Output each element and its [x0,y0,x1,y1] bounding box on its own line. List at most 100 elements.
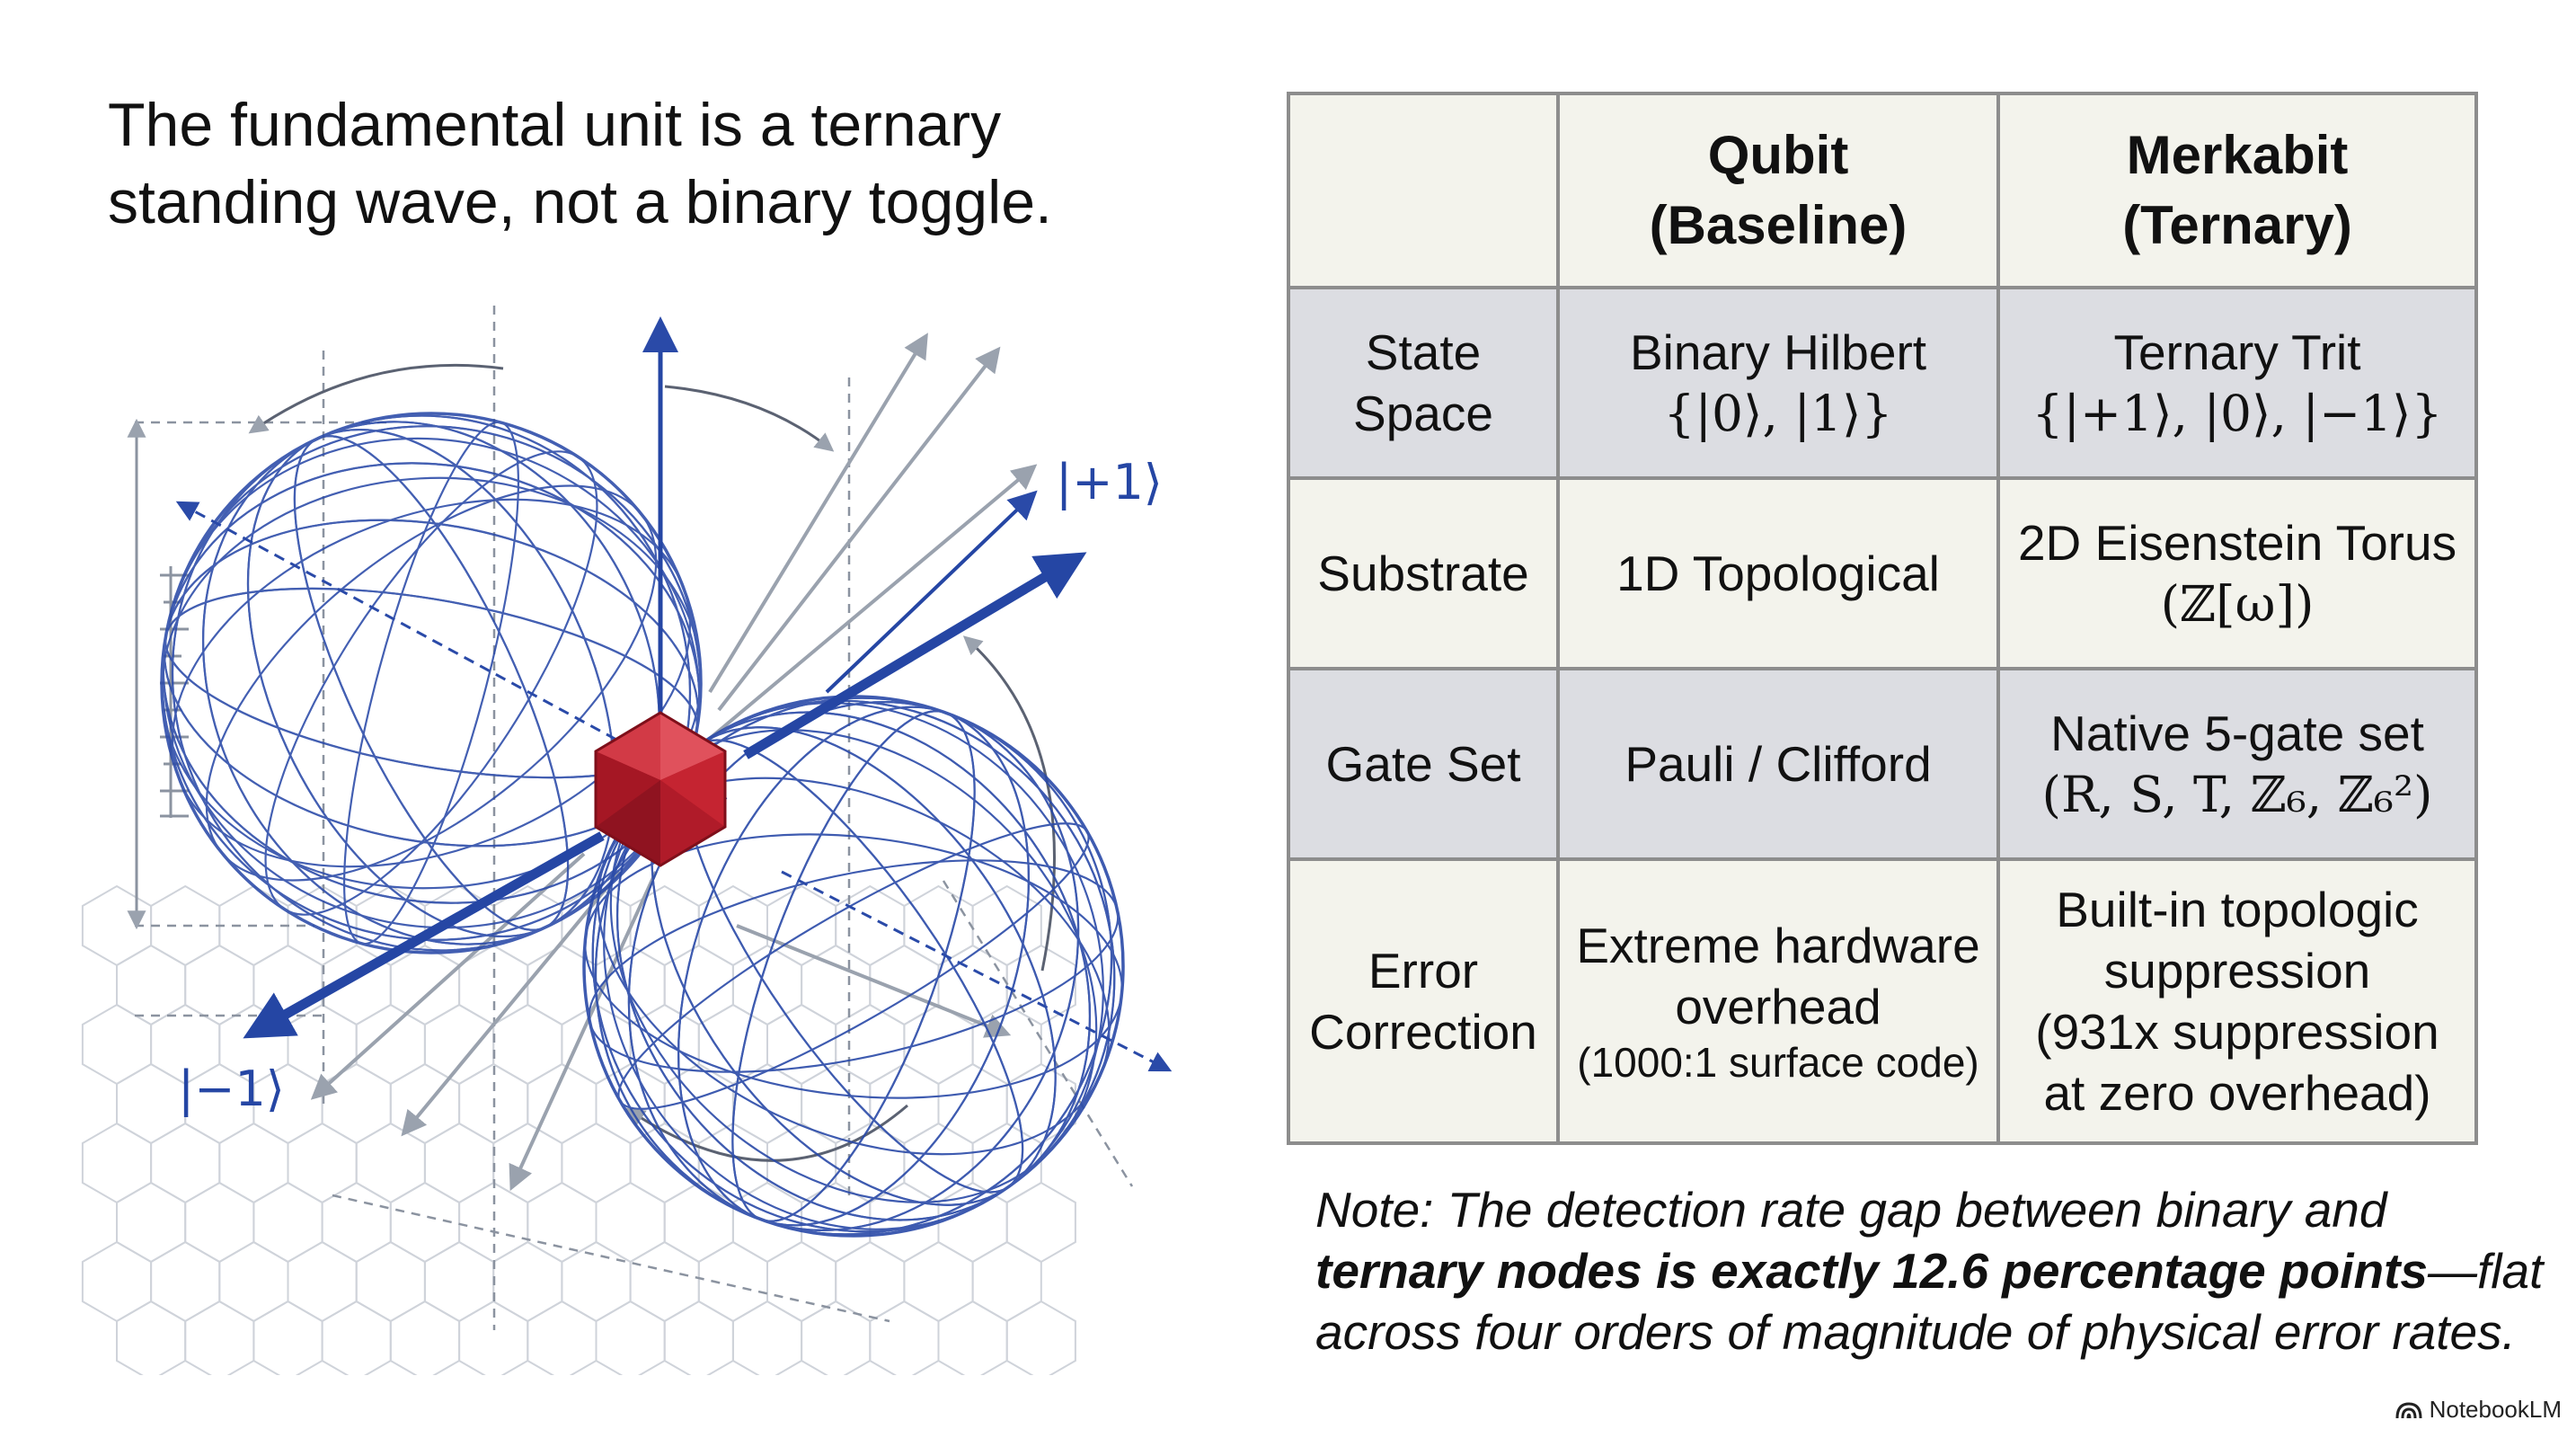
table-row: Substrate 1D Topological 2D Eisenstein T… [1287,476,2478,670]
hex-cell [903,1122,974,1204]
hex-cell [801,1300,872,1375]
hex-cell [81,1240,153,1323]
hex-cell [287,1122,358,1204]
sphere-wire [617,822,1090,1110]
sphere-wire [166,636,697,730]
hex-cell [801,1062,872,1145]
headline: The fundamental unit is a ternary standi… [108,86,1258,241]
table-header-row: Qubit (Baseline) Merkabit (Ternary) [1287,92,2478,289]
cell-qubit-error-correction: Extreme hardware overhead (1000:1 surfac… [1556,857,2000,1145]
hex-cell [287,1240,358,1323]
sphere-wire [588,859,1120,1073]
hex-cell [423,1122,495,1204]
cell-merkabit-state-space: Ternary Trit {|+1⟩, |0⟩, |−1⟩} [1996,286,2478,480]
hex-cell [321,1062,392,1145]
sphere-wire [205,484,658,882]
hex-cell [184,1300,255,1375]
sphere-wire [162,462,701,904]
hex-cell [1005,944,1076,1026]
row-label-gate-set: Gate Set [1287,667,1560,861]
note-line-3: across four orders of magnitude of physi… [1315,1304,2516,1360]
sphere-wire [609,729,1098,1203]
hex-cell [1005,1300,1076,1375]
hex-cell [150,1122,221,1204]
left-wire-sphere [160,412,703,954]
sphere-wire [597,777,1111,1156]
brand-watermark: NotebookLM [2395,1396,2562,1424]
hex-cell [150,1240,221,1323]
header-qubit: Qubit (Baseline) [1556,92,2000,289]
cell-qubit-state-space: Binary Hilbert {|0⟩, |1⟩} [1556,286,2000,480]
hex-cell [492,1003,563,1086]
hex-cell [423,1003,495,1086]
sphere-wire [162,462,701,904]
sphere-wire [591,699,1116,1233]
hex-cell [766,1003,837,1086]
hex-cell [937,1300,1008,1375]
hex-cell [731,1300,803,1375]
hex-cell [116,1062,187,1145]
sphere-wire [699,745,1008,1186]
hex-cell [81,1122,153,1204]
grey-rays [310,333,1038,1192]
hex-cell [835,1003,906,1086]
plus-one-thin-arrow [825,490,1038,694]
hex-cell [423,1240,495,1323]
sphere-wire [202,421,660,945]
hex-cell [184,944,255,1026]
hex-cell [252,1300,323,1375]
dashed-axis-lower [781,870,1173,1072]
sphere-wire [162,437,701,929]
crystal-icon [594,711,727,867]
hex-cell [321,1181,392,1264]
header-merkabit: Merkabit (Ternary) [1996,92,2478,289]
cell-merkabit-gate-set: Native 5-gate set (R, S, T, ℤ₆, ℤ₆²) [1996,667,2478,861]
cell-qubit-gate-set: Pauli / Clifford [1556,667,2000,861]
hex-cell [492,1240,563,1323]
sphere-wire [317,439,545,928]
sphere-wire [172,498,691,868]
hex-cell [116,944,187,1026]
hex-cell [629,1240,700,1323]
right-wire-sphere [582,695,1125,1238]
hex-cell [663,1300,734,1375]
hex-cell [527,1300,598,1375]
hex-cell [389,944,461,1026]
sphere-wire [202,421,660,945]
hex-cell [184,1181,255,1264]
sphere-wire [343,421,519,945]
hex-cell [116,1181,187,1264]
sphere-wire [293,435,570,931]
hex-cell [971,1003,1042,1086]
dashed-axis [175,501,729,802]
hex-cell [355,1003,426,1086]
plus-one-label: |+1⟩ [1056,454,1163,510]
minus-one-arrow [243,831,605,1039]
hex-cell [869,1062,940,1145]
sphere-wire [161,476,702,890]
hex-cell [492,1122,563,1204]
hex-cell [252,1181,323,1264]
sphere-wire [591,699,1116,1233]
footnote: Note: The detection rate gap between bin… [1315,1179,2543,1363]
plus-one-arrow [743,552,1087,759]
hex-cell [766,1240,837,1323]
hex-cell [731,944,803,1026]
hex-cell [218,1122,289,1204]
hex-cell [835,1240,906,1323]
hex-cell [869,1300,940,1375]
hex-cell [629,884,700,967]
hex-cell [389,1300,461,1375]
table-corner-cell [1287,92,1560,289]
row-label-substrate: Substrate [1287,476,1560,670]
cell-merkabit-error-correction: Built-in topologic suppression (931x sup… [1996,857,2478,1145]
hex-cell [561,1122,632,1204]
hex-cell [903,884,974,967]
hex-cell [218,1240,289,1323]
hex-cell [1005,1181,1076,1264]
minus-one-label: |−1⟩ [178,1061,285,1117]
cell-merkabit-substrate: 2D Eisenstein Torus (ℤ[ω]) [1996,476,2478,670]
hex-cell [561,1240,632,1323]
hex-cell [971,884,1042,967]
note-line-1: Note: The detection rate gap between bin… [1315,1182,2387,1238]
